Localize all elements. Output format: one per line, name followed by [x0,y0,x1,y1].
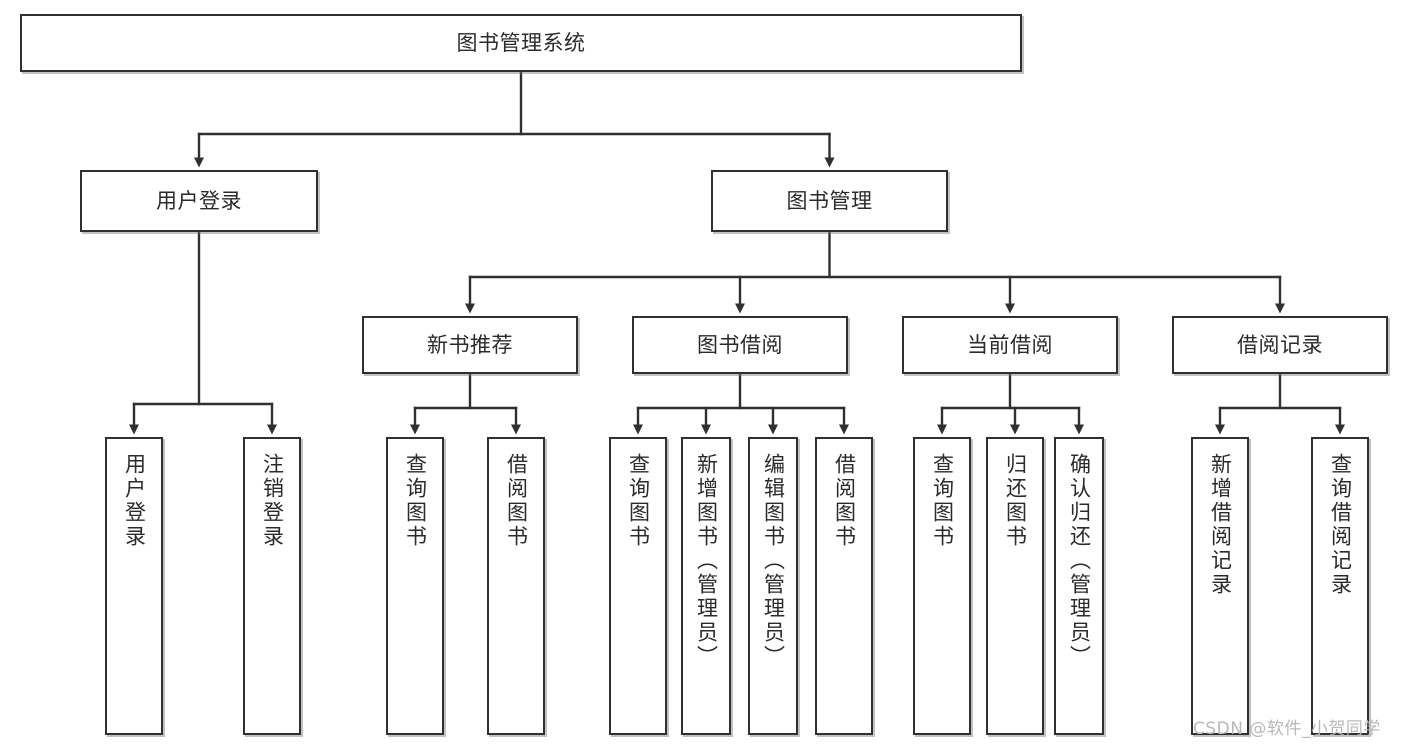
node-root[interactable]: 图书管理系统 [20,14,1022,72]
node-new-book-recommend[interactable]: 新书推荐 [362,316,578,374]
leaf-confirm-return-admin[interactable]: 确认归还（管理员） [1054,437,1104,735]
csdn-watermark: CSDN @软件_小贺同学 [1193,719,1381,739]
node-label: 注销登录 [260,453,285,549]
leaf-return-book[interactable]: 归还图书 [986,437,1044,735]
leaf-borrow-book[interactable]: 借阅图书 [815,437,873,735]
leaf-query-book-current[interactable]: 查询图书 [913,437,971,735]
node-label: 查询图书 [626,453,651,549]
node-label: 用户登录 [156,188,242,213]
leaf-query-borrow-record[interactable]: 查询借阅记录 [1311,437,1369,735]
node-label: 图书管理 [786,188,873,213]
node-label: 确认归还（管理员） [1067,453,1092,669]
leaf-add-borrow-record[interactable]: 新增借阅记录 [1191,437,1249,735]
leaf-user-login[interactable]: 用户登录 [105,437,163,735]
connector-lines [129,70,1345,435]
node-borrow-records[interactable]: 借阅记录 [1172,316,1388,374]
leaf-add-book-admin[interactable]: 新增图书（管理员） [681,437,731,735]
node-label: 借阅图书 [832,453,857,549]
node-book-borrow[interactable]: 图书借阅 [632,316,848,374]
leaf-edit-book-admin[interactable]: 编辑图书（管理员） [748,437,798,735]
node-user-login[interactable]: 用户登录 [80,170,318,232]
leaf-query-book-borrow[interactable]: 查询图书 [609,437,667,735]
node-label: 编辑图书（管理员） [761,453,786,669]
node-label: 当前借阅 [967,332,1053,357]
node-current-borrow[interactable]: 当前借阅 [902,316,1118,374]
leaf-borrow-book-new[interactable]: 借阅图书 [487,437,545,735]
node-label: 新书推荐 [427,332,513,357]
node-label: 查询图书 [930,453,955,549]
node-book-management[interactable]: 图书管理 [711,170,948,232]
node-label: 查询图书 [403,453,428,549]
node-label: 归还图书 [1003,453,1028,549]
node-label: 图书借阅 [697,332,783,357]
node-label: 新增图书（管理员） [694,453,719,669]
node-label: 借阅记录 [1237,332,1323,357]
leaf-logout[interactable]: 注销登录 [243,437,301,735]
node-label: 新增借阅记录 [1208,453,1233,597]
node-label: 用户登录 [122,453,147,549]
node-label: 图书管理系统 [456,30,586,55]
leaf-query-book-new[interactable]: 查询图书 [386,437,444,735]
node-label: 查询借阅记录 [1328,453,1353,597]
node-label: 借阅图书 [504,453,529,549]
